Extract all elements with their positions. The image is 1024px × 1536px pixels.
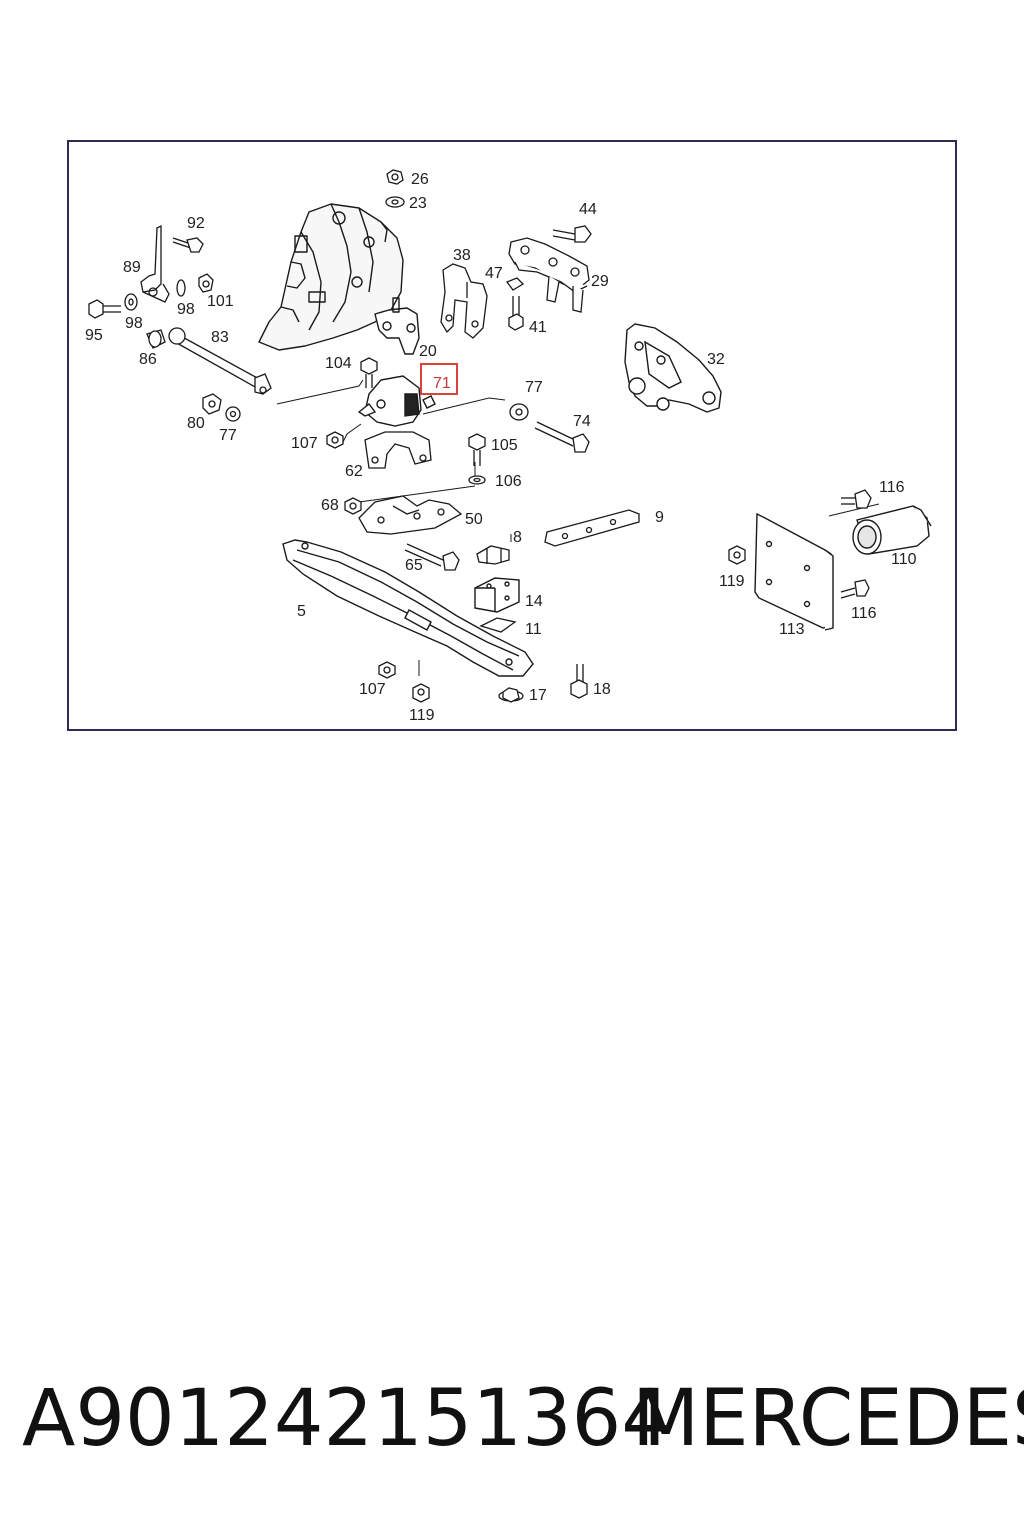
callout-92: 92 (187, 215, 205, 232)
bolt-116-lower-illustration (840, 579, 870, 599)
callout-17: 17 (529, 687, 547, 704)
callout-98-upper: 98 (177, 301, 195, 318)
nut-17-illustration (498, 687, 524, 703)
callout-89: 89 (123, 259, 141, 276)
callout-105: 105 (491, 437, 518, 454)
callout-44: 44 (579, 201, 597, 218)
bracket-89-illustration (140, 224, 170, 303)
bolt-65-illustration (404, 543, 460, 571)
bracket-32-illustration (624, 323, 722, 413)
nut-119-right-illustration (728, 545, 746, 565)
callout-9: 9 (655, 509, 664, 526)
bolt-74-illustration (534, 421, 590, 453)
callout-110: 110 (891, 551, 917, 568)
engine-mount-71-illustration (357, 375, 436, 427)
callout-98-lower: 98 (125, 315, 143, 332)
heat-shield-113-illustration (754, 512, 834, 631)
bar-9-illustration (544, 509, 640, 547)
clip-8-illustration (476, 545, 510, 565)
damper-110-illustration (852, 505, 932, 555)
callout-20: 20 (419, 343, 437, 360)
callout-80: 80 (187, 415, 205, 432)
callout-106: 106 (495, 473, 522, 490)
nut-68-illustration (344, 497, 362, 515)
plate-11-illustration (479, 617, 517, 633)
callout-65: 65 (405, 557, 423, 574)
callout-47: 47 (485, 265, 503, 282)
bushing-86-illustration (146, 329, 166, 349)
callout-11: 11 (525, 621, 542, 638)
callout-107-lower: 107 (359, 681, 386, 698)
brand-name-text: MERCEDES (632, 1374, 1024, 1464)
bolt-105-illustration (468, 433, 486, 466)
nut-107-lower-illustration (378, 661, 396, 679)
parts-diagram-drawing: 26 23 92 89 98 98 101 95 83 86 80 77 44 … (85, 169, 932, 724)
nut-80-illustration (202, 393, 222, 415)
callout-107-upper: 107 (291, 435, 318, 452)
bolt-92-illustration (172, 237, 204, 253)
clip-47-illustration (505, 277, 525, 291)
washer-77-right-illustration (509, 403, 529, 421)
nut-101-illustration (198, 273, 214, 293)
callout-113: 113 (779, 621, 805, 638)
bolt-41-illustration (508, 296, 524, 331)
callout-77-left: 77 (219, 427, 237, 444)
part-number-text: A901242151364 (22, 1374, 671, 1464)
callout-71: 71 (433, 375, 451, 392)
bolt-95-illustration (88, 299, 121, 319)
callout-26: 26 (411, 171, 429, 188)
nut-107-upper-illustration (326, 431, 344, 449)
rod-83-illustration (168, 327, 272, 395)
callout-74: 74 (573, 413, 591, 430)
engine-block-illustration (258, 203, 420, 355)
callout-116-upper: 116 (879, 479, 905, 496)
callout-95: 95 (85, 327, 103, 344)
washer-23-illustration (385, 196, 405, 208)
callout-77-right: 77 (525, 379, 543, 396)
highlight-box-71 (420, 363, 458, 395)
callout-32: 32 (707, 351, 725, 368)
callout-116-lower: 116 (851, 605, 877, 622)
washer-98-lower-illustration (124, 293, 138, 311)
callout-101: 101 (207, 293, 234, 310)
callout-104: 104 (325, 355, 352, 372)
callout-18: 18 (593, 681, 611, 698)
bracket-29-illustration (508, 237, 590, 313)
callout-83: 83 (211, 329, 229, 346)
callout-50: 50 (465, 511, 483, 528)
nut-26-illustration (386, 169, 404, 185)
callout-8: 8 (513, 529, 522, 546)
nut-119-lower-illustration (412, 683, 430, 703)
bolt-104-illustration (360, 357, 378, 388)
bolt-116-upper-illustration (841, 489, 872, 509)
callout-38: 38 (453, 247, 471, 264)
cradle-62-illustration (364, 431, 432, 469)
parts-diagram: 26 23 92 89 98 98 101 95 83 86 80 77 44 … (67, 140, 957, 731)
bolt-18-illustration (570, 664, 588, 699)
callout-41: 41 (529, 319, 547, 336)
callout-62: 62 (345, 463, 363, 480)
callout-68: 68 (321, 497, 339, 514)
callout-29: 29 (591, 273, 609, 290)
callout-119-lower: 119 (409, 707, 435, 724)
bracket-38-illustration (440, 263, 488, 339)
crossmember-5-illustration (282, 539, 534, 677)
bracket-50-illustration (358, 495, 463, 535)
callout-86: 86 (139, 351, 157, 368)
callout-23: 23 (409, 195, 427, 212)
callout-14: 14 (525, 593, 543, 610)
block-14-illustration (474, 577, 520, 613)
washer-77-left-illustration (225, 406, 241, 422)
bolt-44-illustration (552, 225, 592, 243)
leader-lines (276, 379, 880, 676)
callout-119-right: 119 (719, 573, 745, 590)
callout-5: 5 (297, 603, 306, 620)
washer-106-illustration (468, 475, 486, 485)
washer-98-upper-illustration (176, 279, 186, 297)
